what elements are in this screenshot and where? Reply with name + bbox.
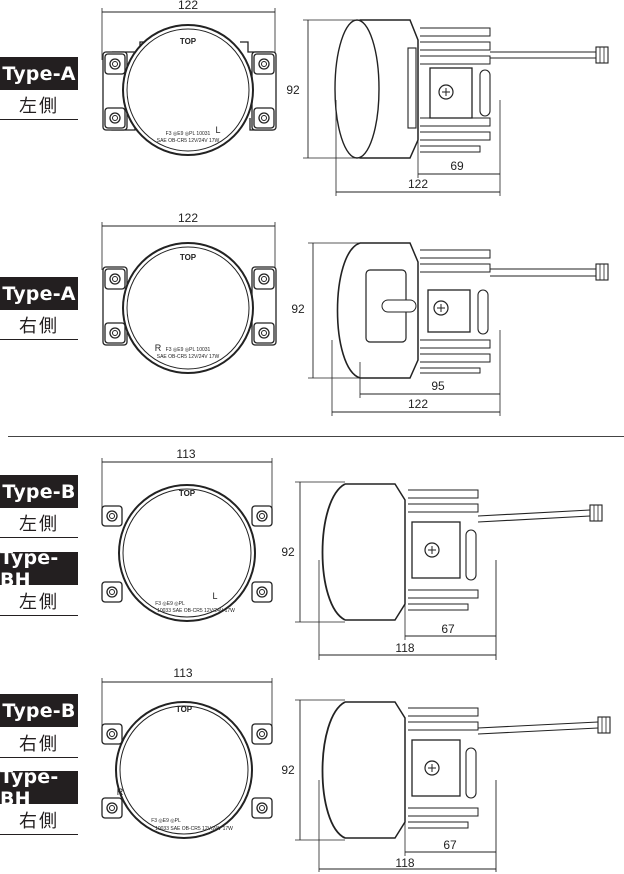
lens-marking-4a: F3 ◎E9 ◎PL — [151, 818, 181, 824]
top-mark-3: TOP — [179, 489, 196, 498]
lens-marking-2a: F3 ◎E9 ◎PL 10031 — [166, 347, 211, 353]
type-bh-side-1: 左側 — [0, 586, 78, 616]
side-mark-3: L — [212, 591, 217, 601]
side-depth-inner-dim-1: 69 — [450, 159, 464, 173]
front-width-dim-2: 122 — [178, 211, 198, 225]
type-a-badge-2: Type-A — [0, 277, 78, 310]
section-2-side-view: 92 95 122 — [291, 242, 609, 416]
lens-marking-2b: SAE OB-CR5 12V/24V 17W — [157, 354, 220, 360]
top-mark-2: TOP — [180, 253, 197, 262]
top-mark-4: TOP — [176, 705, 193, 714]
side-depth-inner-dim-4: 67 — [443, 838, 457, 852]
side-height-dim-4: 92 — [281, 763, 295, 777]
side-depth-total-dim-4: 118 — [395, 856, 414, 870]
side-depth-total-dim-2: 122 — [408, 397, 428, 411]
side-mark-1: L — [215, 125, 220, 135]
lens-marking-3b: 10033 SAE OB-CR5 12V/24V 17W — [157, 608, 235, 614]
type-b-badge-2: Type-B — [0, 694, 78, 727]
side-mark-2: R — [155, 343, 162, 353]
section-3-side-view: 92 67 118 — [281, 481, 603, 660]
type-bh-side-2: 右側 — [0, 805, 78, 835]
section-1-front-view: 122 TOP L F3 ◎E9 ◎PL 10031 SAE OB-CR5 12… — [101, 0, 277, 156]
side-depth-total-dim-1: 122 — [408, 177, 428, 191]
side-depth-inner-dim-3: 67 — [441, 622, 455, 636]
type-b-badge-1: Type-B — [0, 475, 78, 508]
type-b-side-2: 右側 — [0, 728, 78, 758]
top-mark-1: TOP — [180, 37, 197, 46]
type-a-side-2: 右側 — [0, 310, 78, 340]
side-depth-total-dim-3: 118 — [395, 641, 414, 655]
side-depth-inner-dim-2: 95 — [431, 379, 445, 393]
section-3-front-view: 113 TOP L F3 ◎E9 ◎PL 10033 SAE OB-CR5 12… — [101, 447, 273, 622]
section-divider — [8, 436, 624, 437]
front-width-dim-3: 113 — [176, 447, 195, 461]
side-mark-4: R — [117, 787, 124, 797]
side-height-dim-2: 92 — [291, 302, 305, 316]
front-width-dim-4: 113 — [173, 666, 192, 680]
type-bh-badge-1: Type-BH — [0, 547, 78, 591]
type-a-badge-1: Type-A — [0, 57, 78, 90]
type-b-side-1: 左側 — [0, 508, 78, 538]
side-height-dim-1: 92 — [286, 83, 300, 97]
side-height-dim-3: 92 — [281, 545, 295, 559]
section-2-front-view: 122 TOP R F3 ◎E9 ◎PL 10031 SAE OB-CR5 12… — [101, 211, 277, 374]
lens-marking-4b: 10033 SAE OB-CR5 12V/24V 17W — [155, 826, 233, 832]
lens-marking-1b: SAE OB-CR5 12V/24V 17W — [157, 138, 220, 144]
lens-marking-1a: F3 ◎E9 ◎PL 10031 — [166, 131, 211, 137]
section-4-front-view: 113 TOP R F3 ◎E9 ◎PL 10033 SAE OB-CR5 12… — [101, 666, 273, 839]
lens-marking-3a: F3 ◎E9 ◎PL — [155, 601, 185, 607]
type-a-side-1: 左側 — [0, 90, 78, 120]
section-1-side-view: 92 69 122 — [286, 19, 609, 196]
front-width-dim-1: 122 — [178, 0, 198, 12]
section-4-side-view: 92 67 118 — [281, 699, 611, 872]
